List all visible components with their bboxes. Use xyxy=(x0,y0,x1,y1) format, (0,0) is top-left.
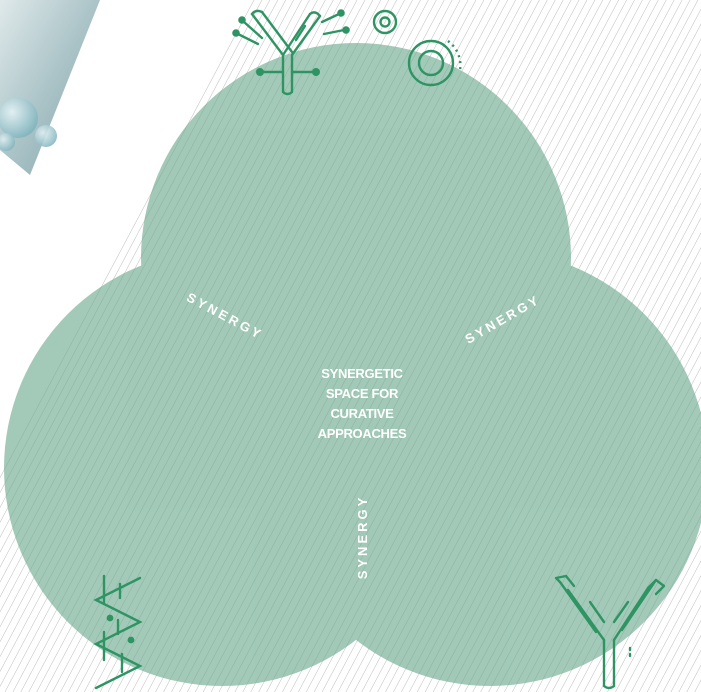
center-label-line-2: SPACE FOR xyxy=(326,386,399,401)
cell-icon xyxy=(372,9,462,87)
center-label-line-1: SYNERGETIC xyxy=(321,366,403,381)
center-label-line-3: CURATIVE xyxy=(330,406,394,421)
photo-fragment xyxy=(0,0,100,175)
antibody-icon xyxy=(554,574,666,690)
center-label-line-4: APPROACHES xyxy=(318,426,407,441)
overlap-label-bottom: SYNERGY xyxy=(355,495,370,580)
antibody-conjugate-icon xyxy=(232,9,350,96)
circle-right xyxy=(272,250,701,686)
venn-circles xyxy=(4,43,701,686)
dna-helix-icon xyxy=(93,574,143,690)
center-label: SYNERGETIC SPACE FOR CURATIVE APPROACHES xyxy=(318,366,408,441)
